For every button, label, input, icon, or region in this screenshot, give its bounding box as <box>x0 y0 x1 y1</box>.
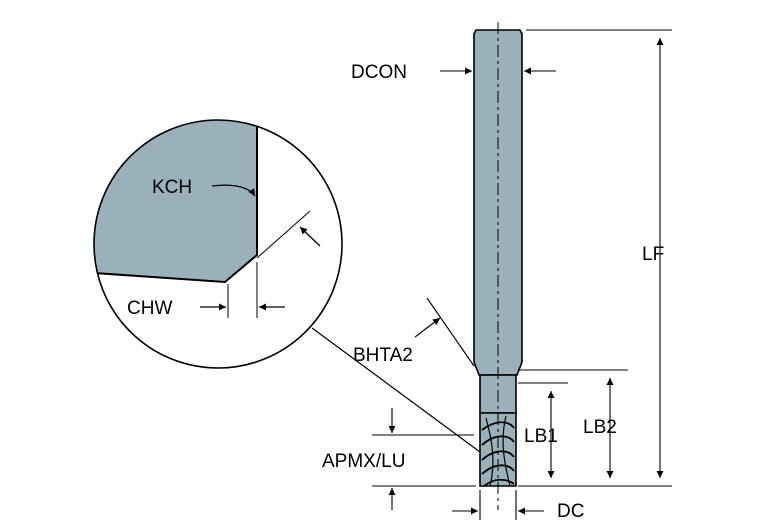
tool-flutes <box>481 415 515 487</box>
dc-label: DC <box>557 501 584 522</box>
detail-circle-outline <box>93 119 343 369</box>
bhta2-label: BHTA2 <box>353 345 413 366</box>
dcon-label: DCON <box>351 62 407 83</box>
lb1-label: LB1 <box>524 426 558 447</box>
lf-label: LF <box>642 244 664 265</box>
kch-label: KCH <box>152 177 192 198</box>
lb2-label: LB2 <box>583 417 617 438</box>
tool-body <box>473 22 523 510</box>
bhta2-extension-line <box>426 297 475 367</box>
kch-arrow <box>299 226 321 247</box>
apmx-lu-label: APMX/LU <box>322 451 405 472</box>
kch-leader <box>211 184 256 197</box>
dimensions <box>372 29 672 520</box>
detail-view <box>93 119 343 369</box>
kch-extension-line <box>256 210 311 259</box>
detail-connector-line <box>311 327 481 453</box>
bhta2-arrow <box>414 317 441 338</box>
tool-shank <box>473 29 523 376</box>
chw-label: CHW <box>127 298 172 319</box>
